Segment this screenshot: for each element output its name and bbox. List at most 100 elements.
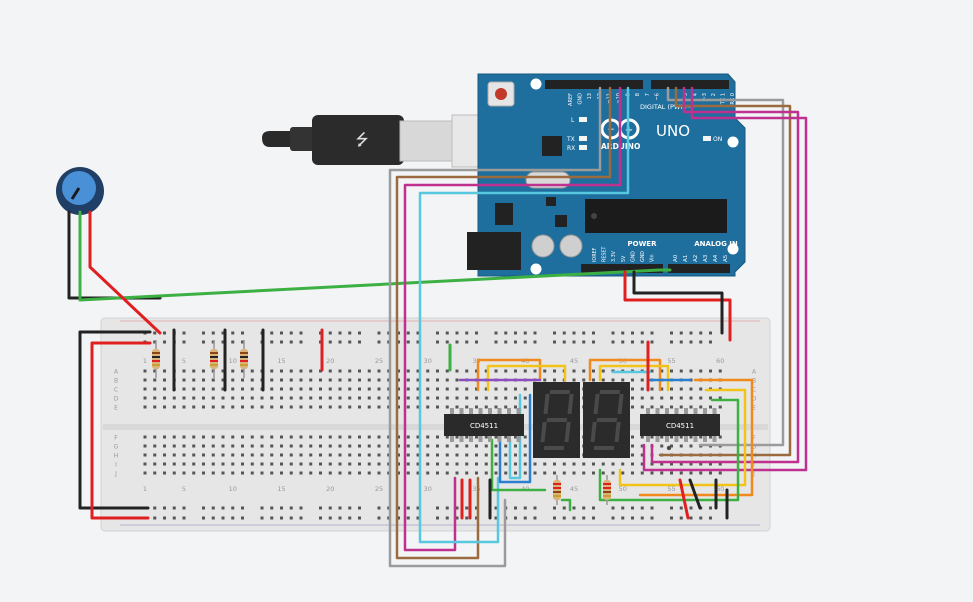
wire-magenta-left[interactable]: [403, 86, 622, 552]
resistors[interactable]: [152, 340, 611, 505]
wire-orange[interactable]: [476, 358, 542, 392]
wire-green-bottom[interactable]: [490, 438, 547, 492]
breadboard-hole: [436, 435, 439, 439]
breadboard-hole: [650, 506, 654, 510]
breadboard-hole: [504, 331, 508, 335]
breadboard-hole: [221, 516, 225, 520]
breadboard-hole: [689, 331, 693, 335]
wire-blue-mid[interactable]: [498, 393, 532, 484]
chip-pin: [488, 436, 492, 442]
wire-green-right[interactable]: [598, 398, 740, 502]
breadboard-hole: [153, 331, 157, 335]
breadboard-hole: [689, 369, 693, 373]
cd4511-chip-left[interactable]: CD4511: [444, 408, 524, 442]
wire-brown-left[interactable]: [395, 86, 612, 560]
wire-gray-right[interactable]: [666, 86, 785, 447]
breadboard-hole: [250, 462, 254, 466]
breadboard-hole: [572, 331, 576, 335]
cd4511-chip-right[interactable]: CD4511: [640, 408, 720, 442]
pin-label: Vin: [650, 254, 656, 262]
seven-segment-display-left[interactable]: [533, 382, 622, 458]
wire-brown-right[interactable]: [658, 86, 792, 457]
breadboard-hole: [445, 453, 449, 457]
segment: [543, 446, 565, 450]
rx-label: RX: [567, 145, 575, 152]
breadboard-hole: [465, 444, 469, 448]
breadboard-hole: [377, 453, 381, 457]
row-letter: C: [114, 387, 118, 394]
breadboard-hole: [163, 331, 166, 335]
wire-yellow[interactable]: [486, 364, 567, 392]
wire-magenta-right[interactable]: [650, 86, 800, 464]
breadboard-hole: [348, 506, 352, 510]
breadboard-hole: [514, 331, 517, 335]
segment: [590, 422, 597, 442]
segment: [596, 418, 618, 422]
wire-jumper[interactable]: [688, 478, 702, 510]
breadboard-hole: [621, 378, 625, 382]
wire-magenta-right-2[interactable]: [642, 86, 808, 472]
breadboard-hole: [514, 462, 517, 466]
breadboard-hole: [504, 453, 508, 457]
breadboard-hole: [709, 506, 712, 510]
breadboard-hole: [660, 471, 664, 475]
breadboard-hole: [445, 444, 449, 448]
breadboard-hole: [718, 405, 722, 409]
wire-jumper[interactable]: [678, 478, 690, 520]
breadboard-hole: [572, 471, 576, 475]
breadboard-hole: [367, 387, 371, 391]
breadboard-hole: [553, 462, 556, 466]
breadboard-hole: [241, 378, 244, 382]
pin-label: 13: [587, 93, 593, 99]
breadboard-hole: [241, 340, 244, 344]
wire-yellow-right[interactable]: [618, 388, 747, 487]
wire-green-short[interactable]: [560, 498, 572, 512]
breadboard-hole: [455, 506, 459, 510]
breadboard-hole: [299, 396, 303, 400]
wire-pot-wiper[interactable]: [78, 210, 672, 302]
on-led: [703, 136, 711, 141]
breadboard-hole: [523, 516, 527, 520]
breadboard-hole: [416, 378, 420, 382]
wire-5v[interactable]: [623, 270, 732, 342]
pin-label: GND: [578, 93, 584, 105]
breadboard-hole: [289, 516, 293, 520]
wire-gray-left[interactable]: [388, 86, 602, 568]
potentiometer[interactable]: [56, 167, 104, 215]
breadboard-hole: [553, 340, 556, 344]
column-number: 60: [716, 485, 724, 493]
wire-gnd[interactable]: [632, 270, 724, 335]
breadboard-hole: [182, 435, 186, 439]
mount-hole: [530, 263, 542, 275]
segment: [549, 390, 571, 394]
wires[interactable]: [67, 86, 808, 568]
breadboard-hole: [211, 396, 215, 400]
wire-rail-vcc-left[interactable]: [90, 341, 152, 520]
breadboard-hole: [475, 369, 478, 373]
wire-pot-gnd[interactable]: [67, 210, 162, 300]
wire-pot-vcc[interactable]: [88, 210, 162, 335]
pin-label: GND: [640, 251, 646, 262]
wire-yellow[interactable]: [598, 364, 670, 392]
row-letter: J: [752, 471, 755, 478]
breadboard-hole: [611, 516, 615, 520]
breadboard-hole: [455, 471, 459, 475]
breadboard-hole: [426, 405, 430, 409]
wire-cyan-left[interactable]: [418, 86, 630, 544]
wire-orange[interactable]: [588, 358, 662, 392]
breadboard-hole: [377, 378, 381, 382]
seven-segment-display-right[interactable]: [583, 382, 672, 458]
breadboard-hole: [280, 387, 283, 391]
breadboard-hole: [562, 516, 566, 520]
wire-rail-gnd-left[interactable]: [78, 330, 152, 510]
breadboard-hole: [163, 516, 166, 520]
breadboard-hole: [660, 444, 664, 448]
breadboard-hole: [699, 405, 703, 409]
column-number: 5: [182, 357, 186, 365]
breadboard-hole: [445, 462, 449, 466]
chip-pin: [646, 408, 650, 414]
breadboard-hole: [289, 340, 293, 344]
breadboard-hole: [348, 516, 352, 520]
